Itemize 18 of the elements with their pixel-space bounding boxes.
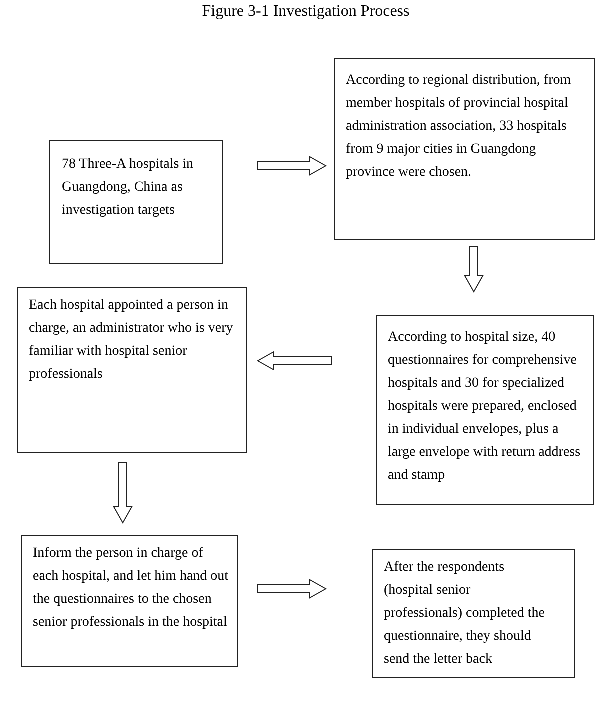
block-arrow <box>464 246 484 294</box>
box-text: Inform the person in charge of each hospital, and let him hand out the questionnaires to the chosen senior professionals in the hospital <box>33 545 230 632</box>
block-arrow <box>113 462 133 524</box>
process-box <box>21 535 238 667</box>
block-arrow <box>258 579 328 599</box>
figure-title: Figure 3-1 Investigation Process <box>201 2 411 22</box>
process-box <box>334 58 595 240</box>
process-box <box>17 287 247 453</box>
process-box <box>372 549 575 678</box>
box-text: Each hospital appointed a person in charge, an administrator who is very familiar with hospital senior professionals <box>29 297 234 384</box>
block-arrow <box>256 351 332 371</box>
block-arrow <box>258 156 328 176</box>
box-text: According to hospital size, 40 questionnaires for comprehensive hospitals and 30 for specialized hospitals were prepared, enclosed in individual envelopes, plus a large envelope with return address and stamp <box>388 329 582 485</box>
process-box <box>376 315 594 505</box>
process-box <box>49 140 223 264</box>
box-text: 78 Three-A hospitals in Guangdong, China as investigation targets <box>62 156 195 220</box>
box-text: After the respondents (hospital senior professionals) completed the questionnaire, they should send the letter back <box>384 559 546 669</box>
box-text: According to regional distribution, from member hospitals of provincial hospital administration association, 33 hospitals from 9 major cities in Guangdong province were chosen. <box>346 72 572 182</box>
